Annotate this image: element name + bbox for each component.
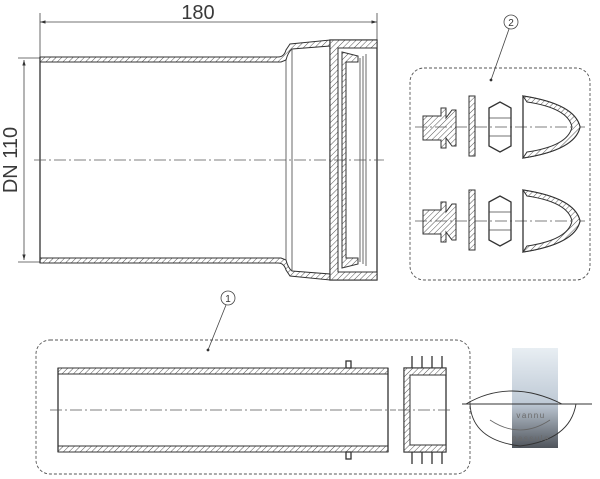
callout-2-label: 2 — [508, 18, 514, 29]
pipe-long — [50, 360, 396, 460]
diameter-label: DN 110 — [0, 127, 22, 193]
brand-logo: vannu passule — [462, 348, 592, 448]
pipe-section — [34, 39, 384, 281]
logo-text-line2: passule — [512, 434, 550, 443]
callout-1-circle — [220, 290, 236, 306]
washer-lower — [468, 189, 476, 251]
length-label: 180 — [181, 2, 214, 24]
pipe-assembly-box: 1 — [35, 290, 471, 475]
diameter-dimension: DN 110 — [0, 57, 40, 263]
washer-upper — [468, 95, 476, 157]
accessories-box: 2 — [409, 14, 591, 281]
logo-water-column — [512, 348, 558, 448]
coupling — [398, 356, 452, 464]
length-dimension: 180 — [39, 2, 378, 58]
fitting-set-upper — [415, 95, 585, 159]
fitting-set-lower — [415, 189, 585, 253]
callout-2-circle — [503, 14, 519, 30]
logo-text-line1: vannu — [516, 411, 545, 420]
callout-1-label: 1 — [225, 294, 231, 305]
nut-upper — [488, 101, 512, 153]
nut-lower — [488, 195, 512, 247]
